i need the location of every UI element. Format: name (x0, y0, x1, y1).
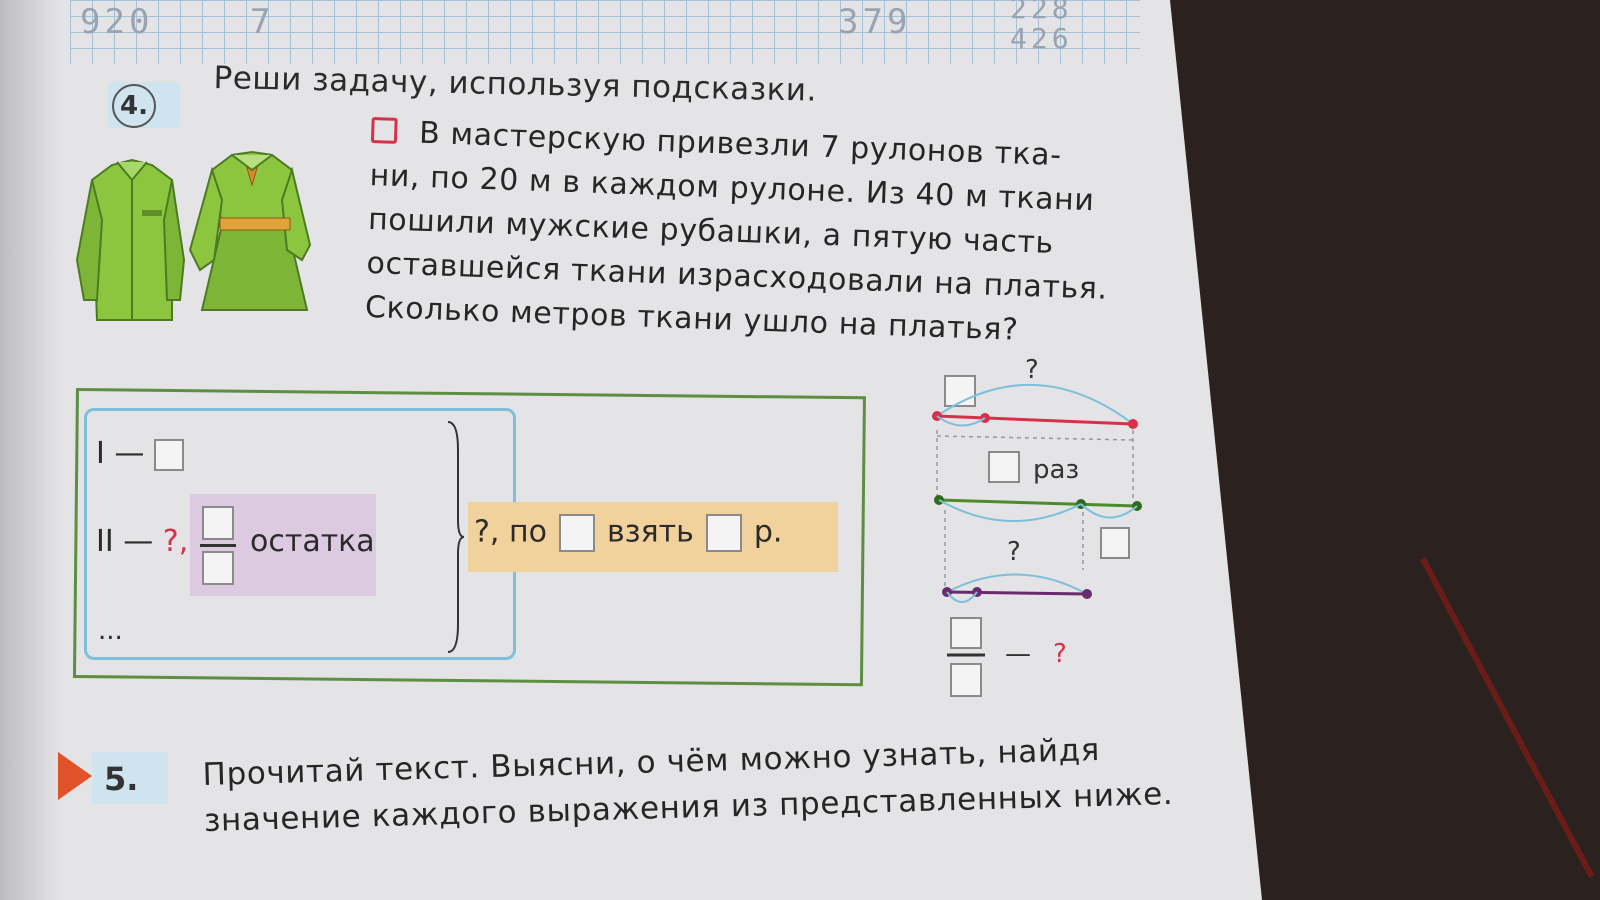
task-5-number-badge: 5. (92, 752, 168, 804)
red-segment (936, 414, 1134, 426)
task-4-number: 4. (112, 84, 156, 128)
diagram-bottom-question: ? (1053, 639, 1067, 669)
diagram-bottom-dash: — (1005, 639, 1031, 669)
answer-row: ?, по взять р. (474, 514, 782, 552)
grid-number: 379 (838, 2, 912, 42)
grid-number: 426 (1010, 22, 1073, 55)
task-4-problem-text: В мастерскую привезли 7 рулонов тка- ни,… (364, 110, 1161, 357)
clothes-illustration (75, 150, 312, 321)
task-5-text: Прочитай текст. Выясни, о чём можно узна… (202, 724, 1204, 844)
task-4-header: Реши задачу, используя подсказки. (213, 60, 818, 109)
answer-box (558, 514, 595, 552)
segment-diagram: ? раз ? — ? (932, 355, 1142, 697)
fraction-bar (200, 544, 236, 547)
answer-po-word: по (509, 514, 547, 550)
diagram-box (988, 451, 1020, 483)
textbook-page: 920 7 379 228 426 4. Реши задачу, исполь… (0, 0, 1262, 900)
red-square-marker-icon (370, 116, 398, 144)
scheme-row-3: ... (98, 616, 123, 646)
row-1-label: I — (96, 436, 145, 471)
scheme-row-1: I — (96, 436, 184, 471)
play-arrow-icon (58, 752, 92, 800)
dress-icon (188, 150, 312, 311)
task-4-number-badge: 4. (108, 82, 180, 128)
diagram-times-word: раз (1033, 455, 1079, 485)
grid-number: 228 (1010, 0, 1073, 25)
grid-number: 920 (80, 2, 154, 42)
top-grid-strip (70, 0, 1140, 64)
purple-segment (946, 590, 1088, 596)
numerator-box (202, 506, 234, 540)
row-2-question: ?, (162, 524, 189, 559)
diagram-box (1100, 527, 1130, 559)
diagram-box (944, 375, 976, 407)
diagram-numerator-box (950, 617, 982, 649)
diagram-mid-question: ? (1007, 537, 1021, 567)
right-brace-icon (447, 421, 465, 653)
fraction-boxes (200, 506, 236, 585)
diagram-top-question: ? (1025, 355, 1039, 385)
green-segment (938, 498, 1138, 508)
denominator-box (202, 551, 234, 585)
page-gutter-shade (0, 0, 60, 900)
shirt-icon (75, 158, 186, 321)
answer-highlight (468, 502, 838, 572)
diagram-denominator-box (950, 663, 982, 697)
remainder-word: остатка (250, 524, 375, 559)
row-2-label: II — (96, 524, 154, 559)
task-5-number: 5. (104, 760, 139, 798)
answer-times-word: р. (753, 514, 783, 550)
scheme-row-2: II — ?, (96, 524, 188, 559)
answer-question: ?, (474, 514, 500, 550)
grid-number: 7 (250, 2, 275, 42)
answer-box (153, 438, 184, 471)
answer-box (705, 514, 742, 552)
desk-streak (1420, 557, 1595, 878)
answer-take-word: взять (606, 514, 694, 550)
